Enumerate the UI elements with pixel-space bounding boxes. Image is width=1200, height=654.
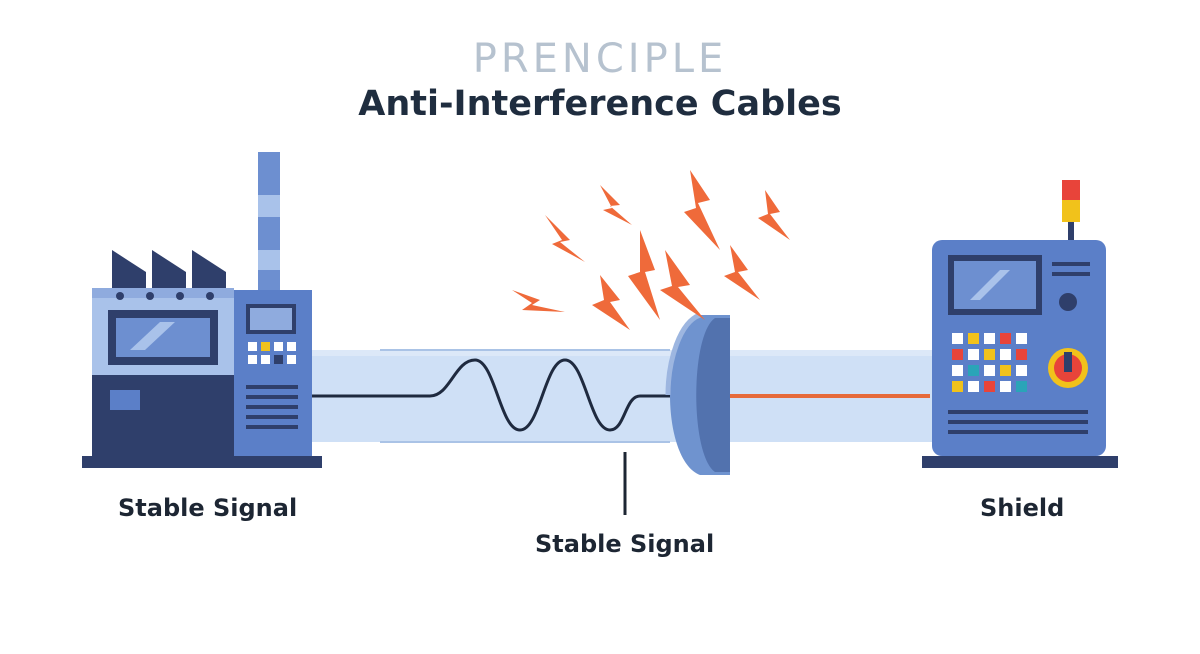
shield-cap-icon (665, 312, 730, 475)
control-cabinet-icon (922, 180, 1118, 468)
lightning-interference-icon (512, 170, 790, 330)
noisy-signal-wave (300, 358, 705, 432)
cable-center-label: Stable Signal (535, 530, 715, 558)
diagram-kicker: PRENCIPLE (472, 36, 728, 82)
diagram-title: Anti-Interference Cables (358, 84, 842, 124)
right-machine-label: Shield (980, 494, 1065, 522)
factory-machine-icon (82, 152, 322, 468)
left-machine-label: Stable Signal (118, 494, 298, 522)
